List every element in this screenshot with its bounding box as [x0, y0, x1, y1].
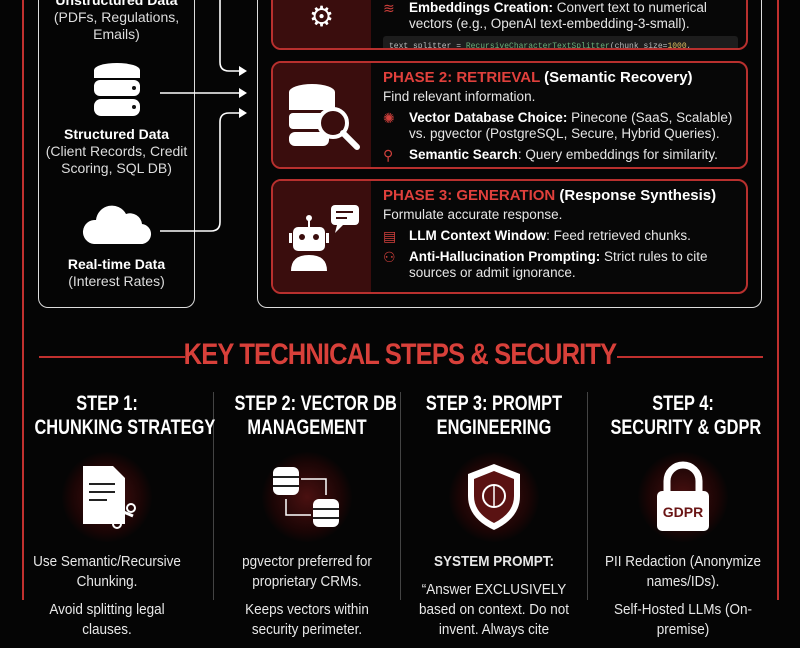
cloud-icon — [82, 204, 152, 251]
step-4: STEP 4: SECURITY & GDPR GDPR PII Redacti… — [590, 392, 776, 648]
step-1: STEP 1: CHUNKING STRATEGY Use Semantic/R… — [14, 392, 216, 648]
step-title: SECURITY & GDPR — [610, 416, 762, 439]
phase-title: PHASE 3: GENERATION — [383, 187, 556, 204]
frame-left-border — [22, 0, 24, 600]
step-title: STEP 1: — [76, 392, 138, 415]
phase-3-card: PHASE 3: GENERATION (Response Synthesis)… — [271, 179, 748, 294]
phase-1-card: ⚙ ≋ Embeddings Creation: Convert text to… — [271, 0, 748, 50]
column-divider — [587, 392, 588, 600]
item-text: Convert text to numerical vectors (e.g.,… — [409, 0, 707, 31]
search-icon: ⚲ — [383, 147, 394, 163]
source-title: Structured Data — [63, 126, 170, 142]
step-title: STEP 2: VECTOR DB — [234, 392, 397, 415]
lock-icon: GDPR — [638, 452, 728, 542]
step-title: STEP 4: — [652, 392, 714, 415]
step-text: Avoid splitting legal clauses. — [49, 601, 165, 638]
item-title: LLM Context Window — [409, 228, 547, 243]
step-text: SYSTEM PROMPT: — [433, 553, 555, 570]
heading-rule-right — [617, 356, 763, 358]
vector-icon: ✺ — [383, 110, 395, 126]
layers-icon: ≋ — [383, 0, 395, 16]
gdpr-badge: GDPR — [662, 504, 704, 520]
item-text: Pinecone (SaaS, Scalable) vs. pgvector (… — [409, 110, 733, 141]
section-title: KEY TECHNICAL STEPS & SECURITY — [183, 338, 617, 371]
source-title: Real-time Data — [67, 256, 166, 272]
source-desc: (Interest Rates) — [68, 273, 165, 289]
shield-brain-icon — [449, 452, 539, 542]
data-sources-panel — [38, 0, 195, 308]
source-unstructured: Unstructured Data (PDFs, Regulations, Em… — [38, 0, 195, 43]
code-snippet: text_splitter = RecursiveCharacterTextSp… — [383, 36, 738, 48]
column-divider — [213, 392, 214, 600]
item-text: : Feed retrieved chunks. — [546, 228, 691, 243]
phase-desc: Formulate accurate response. — [383, 207, 563, 222]
column-divider — [400, 392, 401, 600]
source-desc: (Client Records, Credit Scoring, SQL DB) — [45, 143, 188, 176]
document-gear-icon: ⚙ — [309, 1, 335, 32]
step-title: MANAGEMENT — [247, 416, 367, 439]
user-chat-icon: ⚇ — [383, 249, 396, 265]
item-title: Vector Database Choice: — [409, 110, 568, 125]
frame-right-border — [777, 0, 779, 600]
flow-arrows — [160, 0, 247, 232]
phase-subtitle: (Semantic Recovery) — [544, 69, 693, 86]
source-structured: Structured Data (Client Records, Credit … — [38, 126, 195, 177]
item-title: Semantic Search — [409, 147, 518, 162]
database-search-icon — [287, 83, 363, 156]
step-title: STEP 3: PROMPT — [425, 392, 563, 415]
item-title: Anti-Hallucination Prompting: — [409, 249, 601, 264]
item-text: Strict rules to cite sources or admit ig… — [409, 249, 708, 280]
item-title: Embeddings Creation: — [409, 0, 554, 15]
source-realtime: Real-time Data (Interest Rates) — [38, 256, 195, 290]
pipeline-panel — [257, 0, 762, 308]
step-title: ENGINEERING — [436, 416, 552, 439]
database-sync-icon — [262, 452, 352, 542]
source-desc: (PDFs, Regulations, Emails) — [53, 9, 180, 42]
source-title: Unstructured Data — [55, 0, 178, 8]
step-text: “Answer EXCLUSIVELY based on context. Do… — [418, 581, 570, 638]
step-text: Keeps vectors within security perimeter. — [245, 601, 369, 638]
heading-rule-left — [39, 356, 185, 358]
phase-subtitle: (Response Synthesis) — [559, 187, 717, 204]
step-text: pgvector preferred for proprietary CRMs. — [242, 553, 372, 590]
database-icon — [92, 62, 142, 123]
phase-2-card: PHASE 2: RETRIEVAL (Semantic Recovery) F… — [271, 61, 748, 169]
step-text: Self-Hosted LLMs (On-premise) — [613, 601, 753, 638]
window-icon: ▤ — [383, 228, 397, 244]
phase-title: PHASE 2: RETRIEVAL — [383, 69, 540, 86]
step-title: CHUNKING STRATEGY — [34, 416, 216, 439]
item-text: : Query embeddings for similarity. — [517, 147, 718, 162]
step-text: PII Redaction (Anonymize names/IDs). — [604, 553, 762, 590]
step-3: STEP 3: PROMPT ENGINEERING SYSTEM PROMPT… — [401, 392, 587, 648]
document-scissors-icon — [62, 452, 152, 542]
step-text: Use Semantic/Recursive Chunking. — [33, 553, 181, 590]
robot-chat-icon — [287, 203, 363, 278]
step-2: STEP 2: VECTOR DB MANAGEMENT pgvector pr… — [214, 392, 400, 648]
phase-desc: Find relevant information. — [383, 89, 536, 104]
